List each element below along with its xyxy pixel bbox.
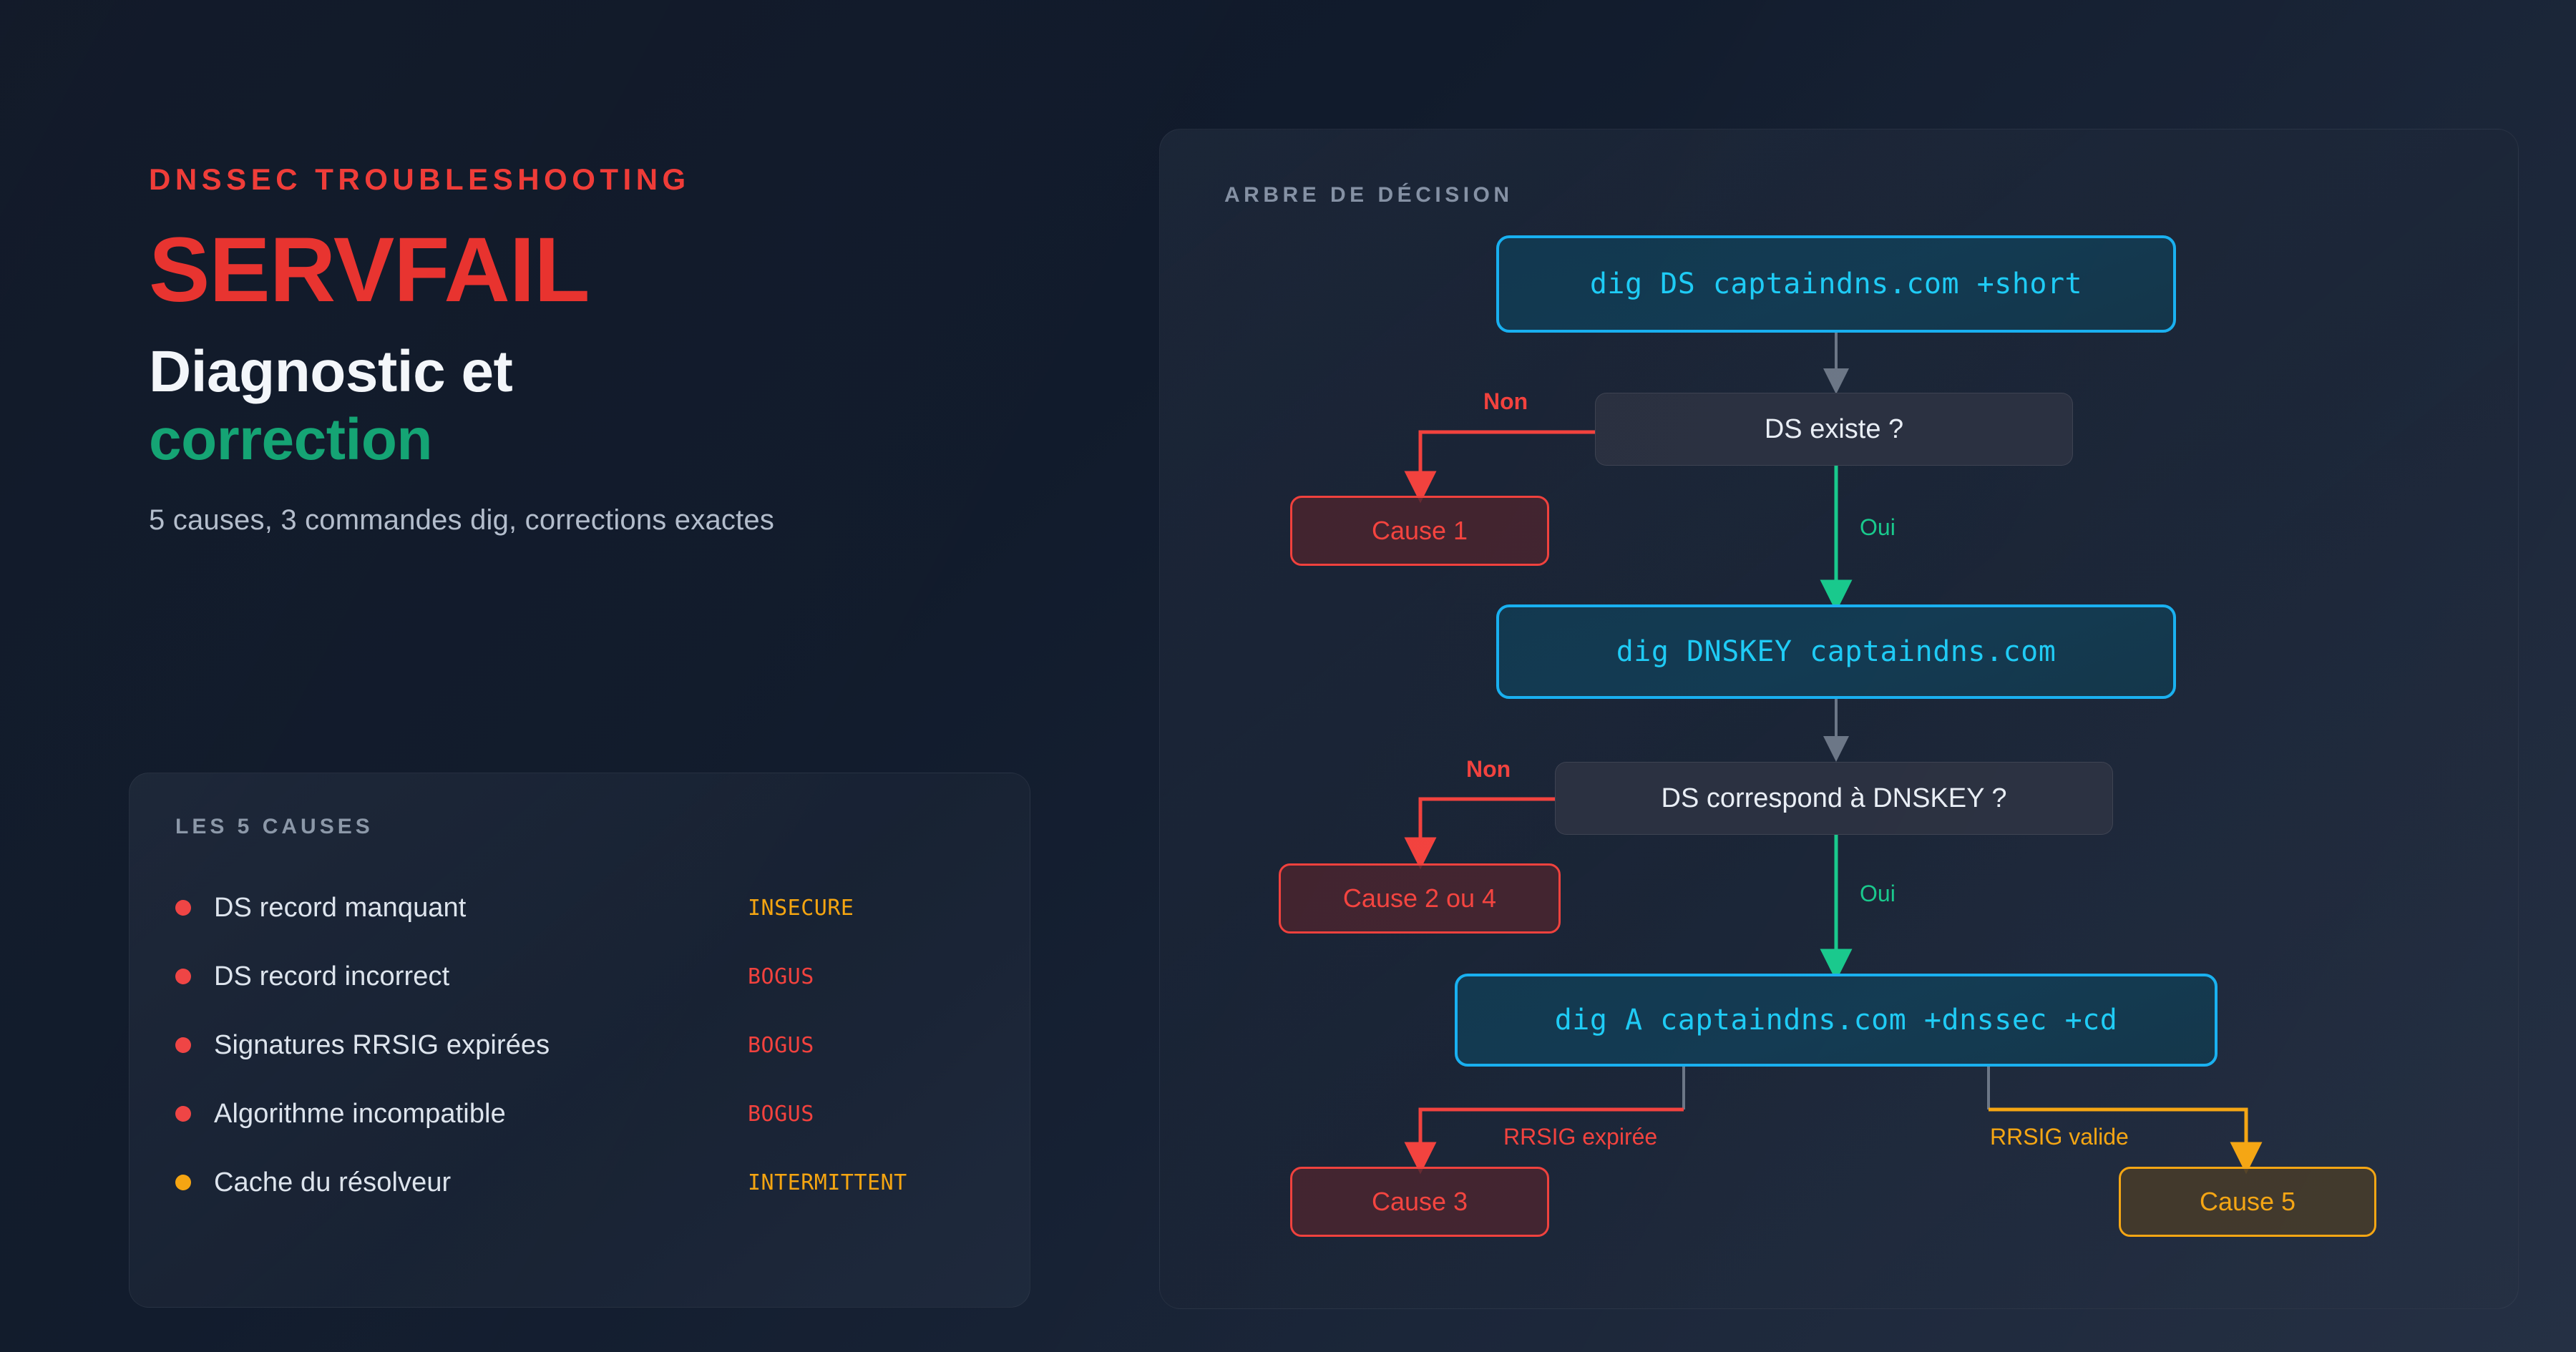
list-item: DS record incorrect BOGUS — [175, 942, 984, 1011]
hero-block: DNSSEC TROUBLESHOOTING SERVFAIL Diagnost… — [149, 165, 1050, 537]
page-subtitle-line1: Diagnostic et — [149, 339, 513, 404]
edge-q1-to-cause1 — [1404, 430, 1596, 504]
outcome-text: Cause 2 ou 4 — [1342, 883, 1497, 913]
outcome-text: Cause 5 — [2199, 1187, 2296, 1216]
outcome-box-cause-5[interactable]: Cause 5 — [2119, 1167, 2376, 1237]
command-box-dig-ds[interactable]: dig DS captaindns.com +short — [1496, 235, 2176, 333]
causes-panel-label: LES 5 CAUSES — [175, 815, 374, 838]
status-badge: BOGUS — [748, 964, 814, 989]
status-badge: INSECURE — [748, 895, 854, 921]
list-item: DS record manquant INSECURE — [175, 873, 984, 942]
question-box-ds-matches-dnskey[interactable]: DS correspond à DNSKEY ? — [1555, 762, 2113, 835]
edge-label-rrsig-valide: RRSIG valide — [1990, 1124, 2129, 1150]
status-badge: INTERMITTENT — [748, 1170, 907, 1195]
status-dot-icon — [175, 969, 191, 984]
question-text: DS correspond à DNSKEY ? — [1661, 783, 2007, 813]
status-dot-icon — [175, 900, 191, 916]
command-box-dig-a-dnssec[interactable]: dig A captaindns.com +dnssec +cd — [1455, 974, 2218, 1067]
flow-connectors — [1404, 333, 2263, 1175]
decision-tree-label: ARBRE DE DÉCISION — [1224, 183, 1513, 207]
outcome-box-cause-2-or-4[interactable]: Cause 2 ou 4 — [1279, 863, 1561, 934]
edge-label-oui-1: Oui — [1860, 514, 1896, 540]
outcome-text: Cause 1 — [1371, 516, 1468, 545]
status-dot-icon — [175, 1037, 191, 1053]
edge-label-oui-2: Oui — [1860, 881, 1896, 906]
status-badge: BOGUS — [748, 1032, 814, 1058]
list-item: Signatures RRSIG expirées BOGUS — [175, 1011, 984, 1079]
status-badge: BOGUS — [748, 1101, 814, 1127]
command-text: dig A captaindns.com +dnssec +cd — [1554, 1004, 2118, 1037]
cause-name: Cache du résolveur — [214, 1167, 452, 1197]
edge-label-non-2: Non — [1466, 756, 1511, 782]
edge-cmd3-to-cause3 — [1404, 1107, 1684, 1175]
page-subtitle: Diagnostic et correction — [149, 339, 1050, 472]
outcome-box-cause-1[interactable]: Cause 1 — [1290, 496, 1549, 566]
page-title: SERVFAIL — [149, 219, 590, 321]
decision-tree-panel: ARBRE DE DÉCISION — [1159, 129, 2519, 1309]
status-dot-icon — [175, 1106, 191, 1122]
eyebrow-label: DNSSEC TROUBLESHOOTING — [149, 162, 691, 196]
cause-name: DS record manquant — [214, 892, 467, 923]
edge-cmd3-to-cause5 — [1989, 1107, 2263, 1175]
outcome-box-cause-3[interactable]: Cause 3 — [1290, 1167, 1549, 1237]
outcome-text: Cause 3 — [1371, 1187, 1468, 1216]
command-box-dig-dnskey[interactable]: dig DNSKEY captaindns.com — [1496, 604, 2176, 699]
status-dot-icon — [175, 1175, 191, 1190]
cause-name: DS record incorrect — [214, 961, 450, 991]
command-text: dig DNSKEY captaindns.com — [1616, 635, 2057, 668]
list-item: Algorithme incompatible BOGUS — [175, 1079, 984, 1148]
edge-label-rrsig-expiree: RRSIG expirée — [1503, 1124, 1658, 1150]
edge-label-non-1: Non — [1483, 388, 1528, 414]
question-box-ds-exists[interactable]: DS existe ? — [1595, 393, 2073, 466]
cause-name: Signatures RRSIG expirées — [214, 1029, 550, 1060]
causes-panel: LES 5 CAUSES DS record manquant INSECURE… — [129, 773, 1030, 1308]
edge-q2-to-cause24 — [1404, 797, 1558, 870]
page-subtitle-line2: correction — [149, 406, 433, 472]
list-item: Cache du résolveur INTERMITTENT — [175, 1148, 984, 1217]
cause-name: Algorithme incompatible — [214, 1098, 506, 1129]
question-text: DS existe ? — [1764, 413, 1904, 444]
hero-description: 5 causes, 3 commandes dig, corrections e… — [149, 504, 775, 537]
command-text: dig DS captaindns.com +short — [1589, 268, 2083, 300]
